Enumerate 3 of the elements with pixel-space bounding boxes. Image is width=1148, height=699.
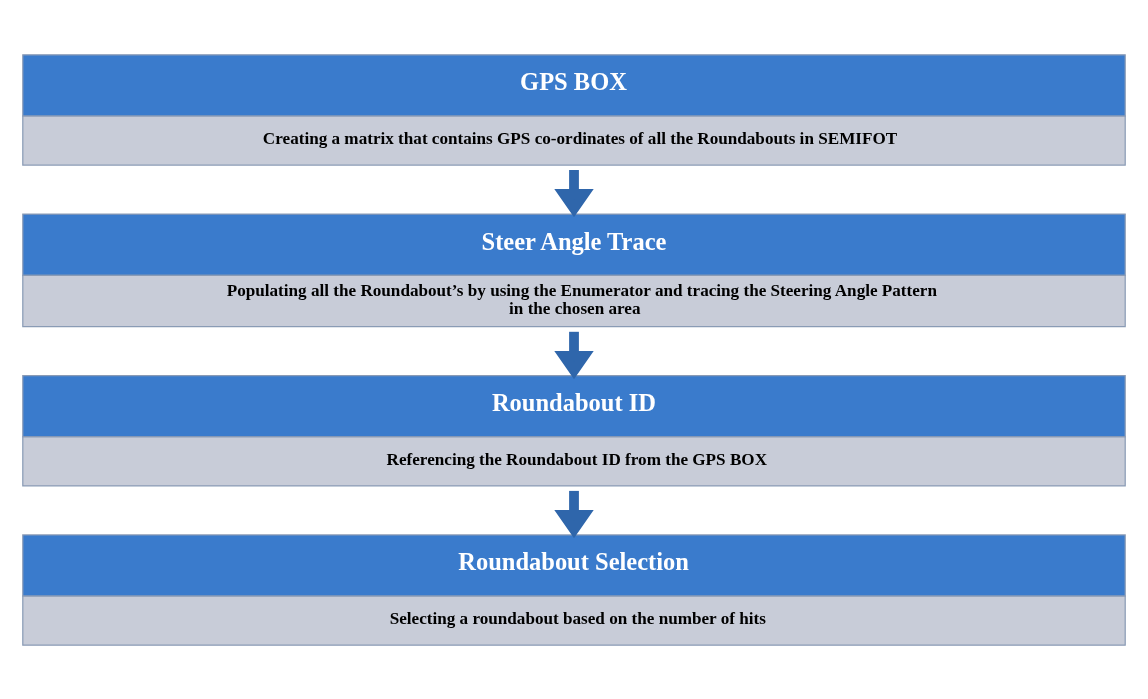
arrow <box>554 490 594 538</box>
arrow <box>554 169 594 217</box>
arrow <box>554 331 594 379</box>
